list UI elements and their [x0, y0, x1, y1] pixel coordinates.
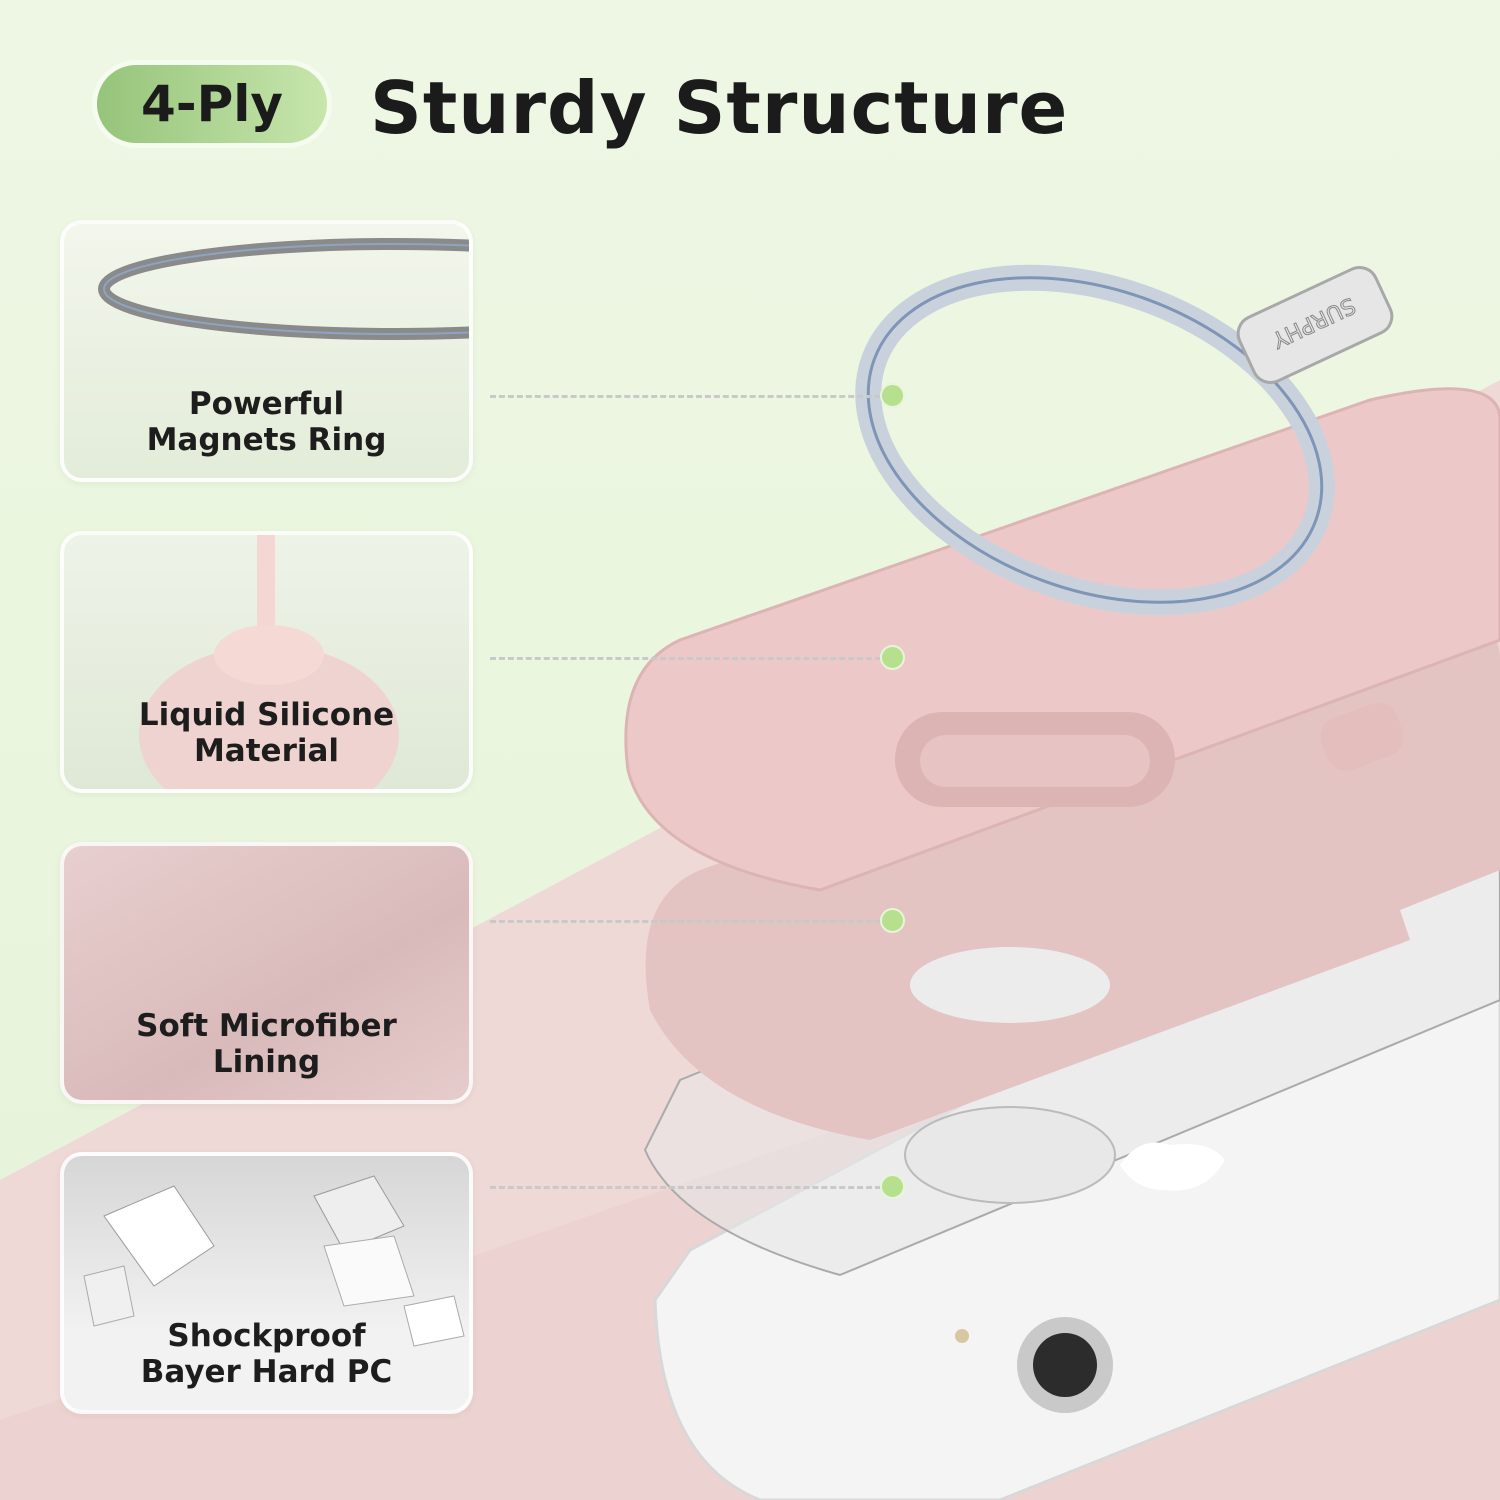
- layer-label-line2: Material: [193, 733, 340, 769]
- silicone-pour-image: [139, 535, 399, 789]
- layer-label-line2: Magnets Ring: [146, 422, 387, 458]
- connector-line: [490, 920, 890, 923]
- layer-label-line1: Soft Microfiber: [136, 1008, 397, 1044]
- microfiber-lining: [645, 615, 1500, 1140]
- connector-line: [490, 1186, 890, 1189]
- connector-line: [490, 657, 890, 660]
- connector-dot: [880, 908, 905, 933]
- layer-label-line1: Liquid Silicone: [138, 697, 395, 733]
- layer-label-line1: Shockproof: [167, 1318, 366, 1354]
- crystals-image: [83, 1175, 465, 1347]
- connector-dot: [880, 1174, 905, 1199]
- layer-label-line1: Powerful: [188, 386, 345, 422]
- connector-dot: [880, 383, 905, 408]
- layer-label-line2: Bayer Hard PC: [140, 1354, 393, 1390]
- magnet-ring-image: [98, 238, 469, 340]
- connector-line: [490, 395, 890, 398]
- page-title: Sturdy Structure: [370, 66, 1069, 150]
- silicone-case: [624, 387, 1500, 892]
- layer-label-line2: Lining: [212, 1044, 321, 1080]
- ply-badge: 4-Ply: [92, 60, 332, 148]
- magnet-ring: SURPHY: [855, 264, 1394, 616]
- connector-dot: [880, 645, 905, 670]
